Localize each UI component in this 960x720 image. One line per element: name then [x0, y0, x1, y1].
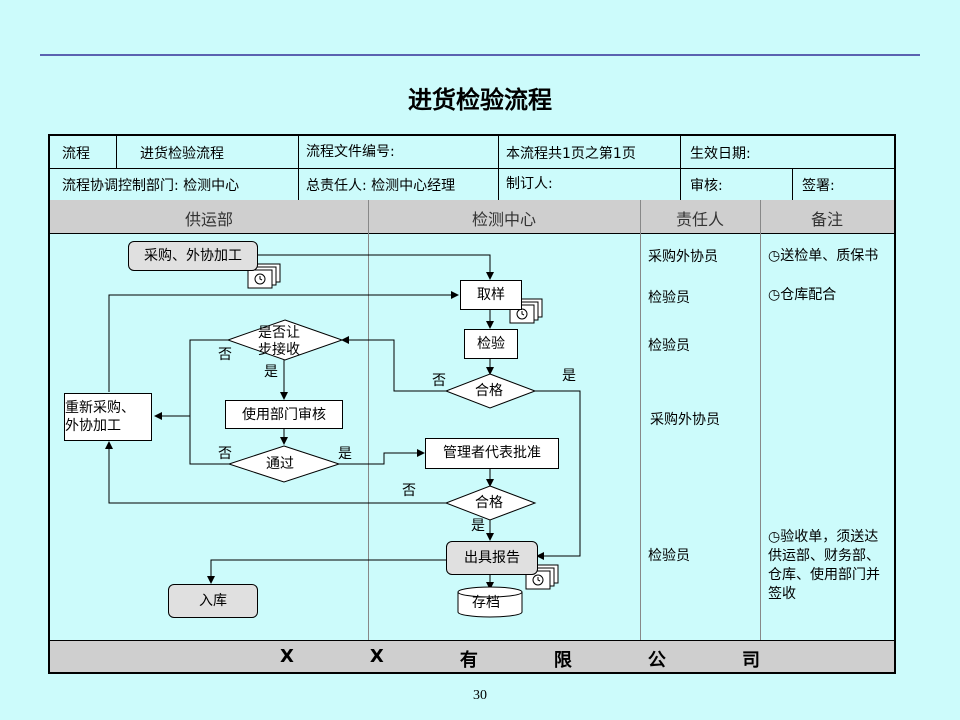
- edge-rework-sampling: [108, 291, 459, 392]
- remark-1: ◷送检单、质保书: [768, 248, 879, 264]
- node-sampling: 取样: [460, 280, 522, 310]
- col-divider: [792, 168, 793, 200]
- col-divider: [298, 136, 299, 200]
- process-label: 流程: [62, 146, 90, 162]
- row-divider: [50, 233, 894, 234]
- edge-qualified-yes: [535, 390, 581, 560]
- responsible-item: 检验员: [648, 290, 690, 306]
- company-char: 公: [647, 650, 666, 671]
- node-rework: 重新采购、 外协加工: [64, 393, 152, 441]
- label-yes: 是: [338, 446, 352, 462]
- review-label: 审核:: [690, 178, 723, 194]
- company-char: 司: [741, 650, 760, 671]
- clock-icon: ◷: [768, 529, 781, 545]
- node-report: 出具报告: [446, 541, 538, 575]
- col-divider: [116, 136, 117, 168]
- page-title: 进货检验流程: [408, 86, 552, 114]
- company-name: X X 有 限 公 司: [280, 646, 760, 672]
- node-warehouse-in: 入库: [168, 584, 258, 618]
- edge-concession-no: [154, 339, 228, 420]
- rework-line: 重新采购、: [65, 400, 135, 416]
- lane-divider: [368, 200, 369, 640]
- top-rule: [40, 54, 920, 56]
- edge-qualified2-no: [105, 441, 446, 504]
- responsible-item: 采购外协员: [648, 249, 718, 265]
- edge-report-warehouse: [207, 559, 446, 584]
- qualified-2-text: 合格: [475, 495, 503, 511]
- lane-header: [50, 200, 894, 234]
- decision-qualified-1: [444, 373, 537, 409]
- node-purchase: 采购、外协加工: [128, 241, 258, 271]
- label-no: 否: [432, 373, 446, 389]
- lane-supply: 供运部: [184, 210, 233, 229]
- remark-3: ◷验收单，须送达 供运部、财务部、 仓库、使用部门并 签收: [768, 529, 880, 602]
- company-char: X: [369, 646, 384, 667]
- col-divider: [498, 136, 499, 200]
- lane-divider: [760, 200, 761, 640]
- label-no: 否: [218, 347, 232, 363]
- label-no: 否: [218, 446, 232, 462]
- decision-concession: [226, 319, 344, 361]
- responsible-item: 采购外协员: [650, 412, 720, 428]
- company-char: X: [280, 646, 294, 667]
- remark-2: ◷仓库配合: [768, 287, 837, 303]
- concession-text-1: 是否让: [258, 325, 300, 341]
- maker-label: 制订人:: [506, 176, 553, 192]
- sign-label: 签署:: [802, 178, 835, 194]
- node-mgr-approve: 管理者代表批准: [425, 438, 559, 469]
- lane-divider: [640, 200, 641, 640]
- pass-text: 通过: [266, 456, 294, 472]
- edge-purchase-sampling: [258, 254, 494, 280]
- lane-remarks: 备注: [810, 210, 843, 229]
- node-user-review: 使用部门审核: [225, 400, 343, 429]
- doc-number-label: 流程文件编号:: [306, 144, 395, 160]
- node-inspect: 检验: [464, 329, 518, 359]
- document-stack-icon: [247, 263, 281, 289]
- lane-responsible: 责任人: [675, 210, 724, 229]
- concession-text-2: 步接收: [258, 342, 300, 358]
- edge-pass-yes: [339, 449, 425, 465]
- process-table: [48, 134, 896, 674]
- effective-date-label: 生效日期:: [690, 146, 751, 162]
- col-divider: [680, 136, 681, 200]
- responsible-item: 检验员: [648, 338, 690, 354]
- label-yes: 是: [562, 368, 576, 384]
- label-no: 否: [402, 483, 416, 499]
- company-char: 限: [553, 650, 572, 671]
- edge-qualified-no: [341, 336, 446, 392]
- company-char: 有: [459, 650, 478, 671]
- responsible-item: 检验员: [648, 548, 690, 564]
- clock-icon: ◷: [768, 287, 781, 303]
- owner-label: 总责任人: 检测中心经理: [306, 178, 456, 194]
- process-name: 进货检验流程: [140, 146, 224, 162]
- lane-testing: 检测中心: [471, 210, 536, 229]
- archive-cylinder: [457, 586, 523, 618]
- decision-pass: [227, 445, 341, 483]
- decision-qualified-2: [444, 485, 537, 521]
- row-divider: [50, 640, 894, 641]
- label-yes: 是: [471, 518, 485, 534]
- row-divider: [50, 168, 894, 169]
- rework-line: 外协加工: [65, 418, 121, 434]
- dept-label: 流程协调控制部门: 检测中心: [62, 178, 240, 194]
- footer-bar: [50, 640, 894, 672]
- edge-pass-no: [189, 416, 229, 465]
- qualified-1-text: 合格: [475, 383, 503, 399]
- clock-icon: ◷: [768, 248, 781, 264]
- page-number: 30: [473, 688, 487, 703]
- label-yes: 是: [264, 364, 278, 380]
- node-archive: 存档: [472, 595, 500, 611]
- page-info: 本流程共1页之第1页: [506, 146, 636, 162]
